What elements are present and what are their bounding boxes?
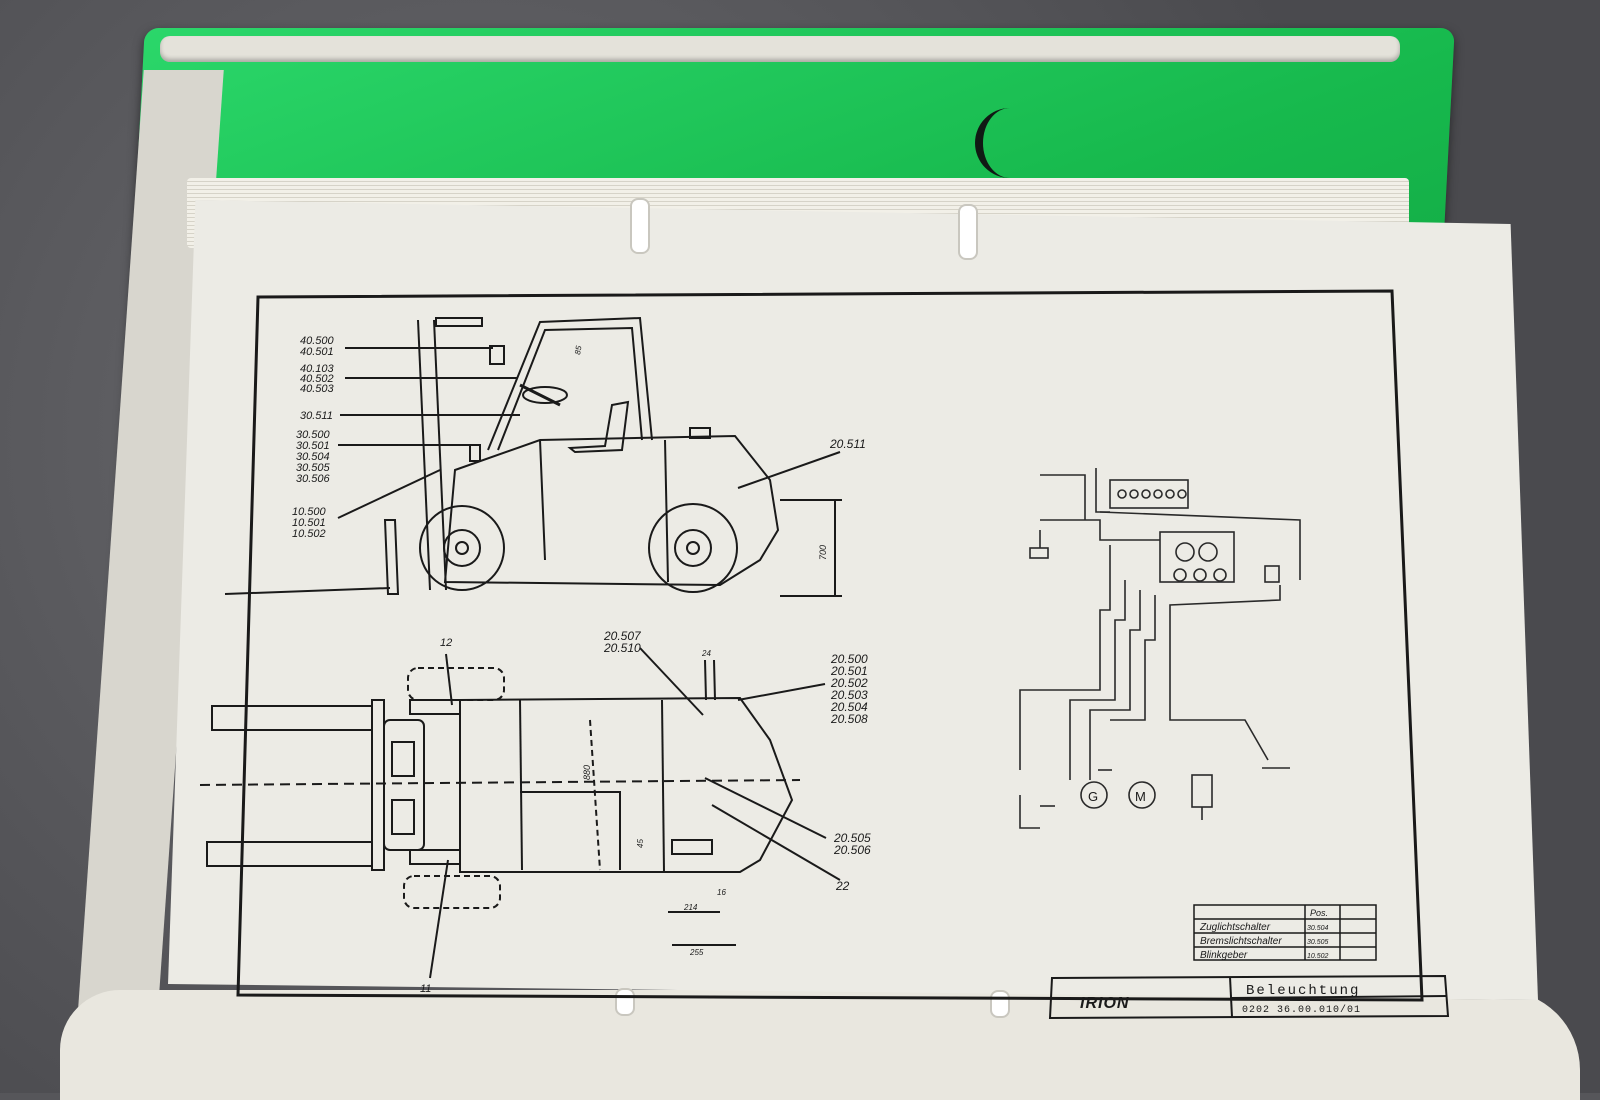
label-30-505: 30.505 — [296, 462, 331, 474]
parts-table-text: Pos. Zuglichtschalter 30.504 Bremslichts… — [1199, 908, 1329, 961]
dimension-700: 700 — [818, 545, 828, 560]
label-20-511: 20.511 — [829, 437, 866, 451]
parts-row-3-name: Blinkgeber — [1200, 950, 1248, 961]
motor-symbol: M — [1135, 789, 1146, 804]
dimension-880: 880 — [582, 765, 592, 780]
label-20-502: 20.502 — [830, 676, 868, 690]
label-20-500: 20.500 — [830, 652, 868, 666]
title-block — [1048, 974, 1450, 1020]
brand-logo: IRION — [1080, 995, 1129, 1012]
parts-row-1-name: Zuglichtschalter — [1199, 922, 1271, 933]
wiring-schematic — [1019, 468, 1301, 829]
generator-symbol: G — [1088, 789, 1098, 804]
label-30-500: 30.500 — [296, 429, 331, 441]
label-10-500: 10.500 — [292, 506, 327, 518]
parts-row-1-pos: 30.504 — [1307, 925, 1329, 932]
label-20-506: 20.506 — [833, 843, 871, 857]
label-40-103: 40.103 — [300, 363, 335, 375]
label-40-500: 40.500 — [300, 335, 335, 347]
label-20-510: 20.510 — [603, 641, 641, 655]
drawing-title: Beleuchtung — [1246, 983, 1360, 999]
label-30-504: 30.504 — [296, 451, 330, 463]
binder-ring-right — [958, 204, 978, 260]
label-10-501: 10.501 — [292, 517, 326, 529]
dimension-45: 45 — [636, 839, 645, 848]
drawing-frame — [236, 289, 1424, 1002]
label-20-503: 20.503 — [830, 688, 868, 702]
label-20-501: 20.501 — [830, 664, 868, 678]
schematic-letters: G M — [1088, 789, 1146, 804]
lower-page — [60, 990, 1580, 1100]
label-10-502: 10.502 — [292, 528, 326, 540]
label-40-502: 40.502 — [300, 373, 334, 385]
binder-top-edge — [160, 36, 1400, 62]
top-view-labels: 12 11 22 20.507 20.510 20.500 20.501 20.… — [420, 629, 871, 995]
parts-row-3-pos: 10.502 — [1307, 953, 1329, 960]
label-20-505: 20.505 — [833, 831, 871, 845]
parts-row-2-name: Bremslichtschalter — [1200, 936, 1282, 947]
binder-logo-mark — [975, 108, 1023, 178]
parts-table-header: Pos. — [1310, 908, 1328, 918]
dimension-mast: 85 — [573, 344, 584, 355]
side-view-labels: 40.500 40.501 40.103 40.502 40.503 30.51… — [292, 335, 866, 560]
forklift-side-view — [224, 316, 842, 597]
drawing-number: 0202 36.00.010/01 — [1242, 1004, 1361, 1016]
binder-ring-left — [630, 198, 650, 254]
label-20-504: 20.504 — [830, 700, 868, 714]
label-20-507: 20.507 — [603, 629, 642, 643]
label-22: 22 — [835, 879, 850, 893]
dimension-24: 24 — [701, 649, 711, 658]
dimension-255: 255 — [689, 948, 704, 957]
label-12: 12 — [440, 637, 452, 649]
parts-table — [1193, 904, 1377, 961]
forklift-top-view — [199, 647, 841, 979]
drawing-page — [168, 200, 1538, 1000]
label-40-501: 40.501 — [300, 346, 334, 358]
label-20-508: 20.508 — [830, 712, 868, 726]
title-block-text: IRION Beleuchtung 0202 36.00.010/01 — [1080, 983, 1361, 1016]
dimension-214: 214 — [683, 903, 698, 912]
parts-row-2-pos: 30.505 — [1307, 939, 1329, 946]
dimension-16: 16 — [717, 888, 726, 897]
binder-ring-bottom-left — [615, 988, 635, 1016]
label-30-506: 30.506 — [296, 473, 331, 485]
label-40-503: 40.503 — [300, 383, 335, 395]
label-30-501: 30.501 — [296, 440, 330, 452]
label-11: 11 — [420, 983, 431, 995]
label-30-511: 30.511 — [300, 410, 333, 422]
